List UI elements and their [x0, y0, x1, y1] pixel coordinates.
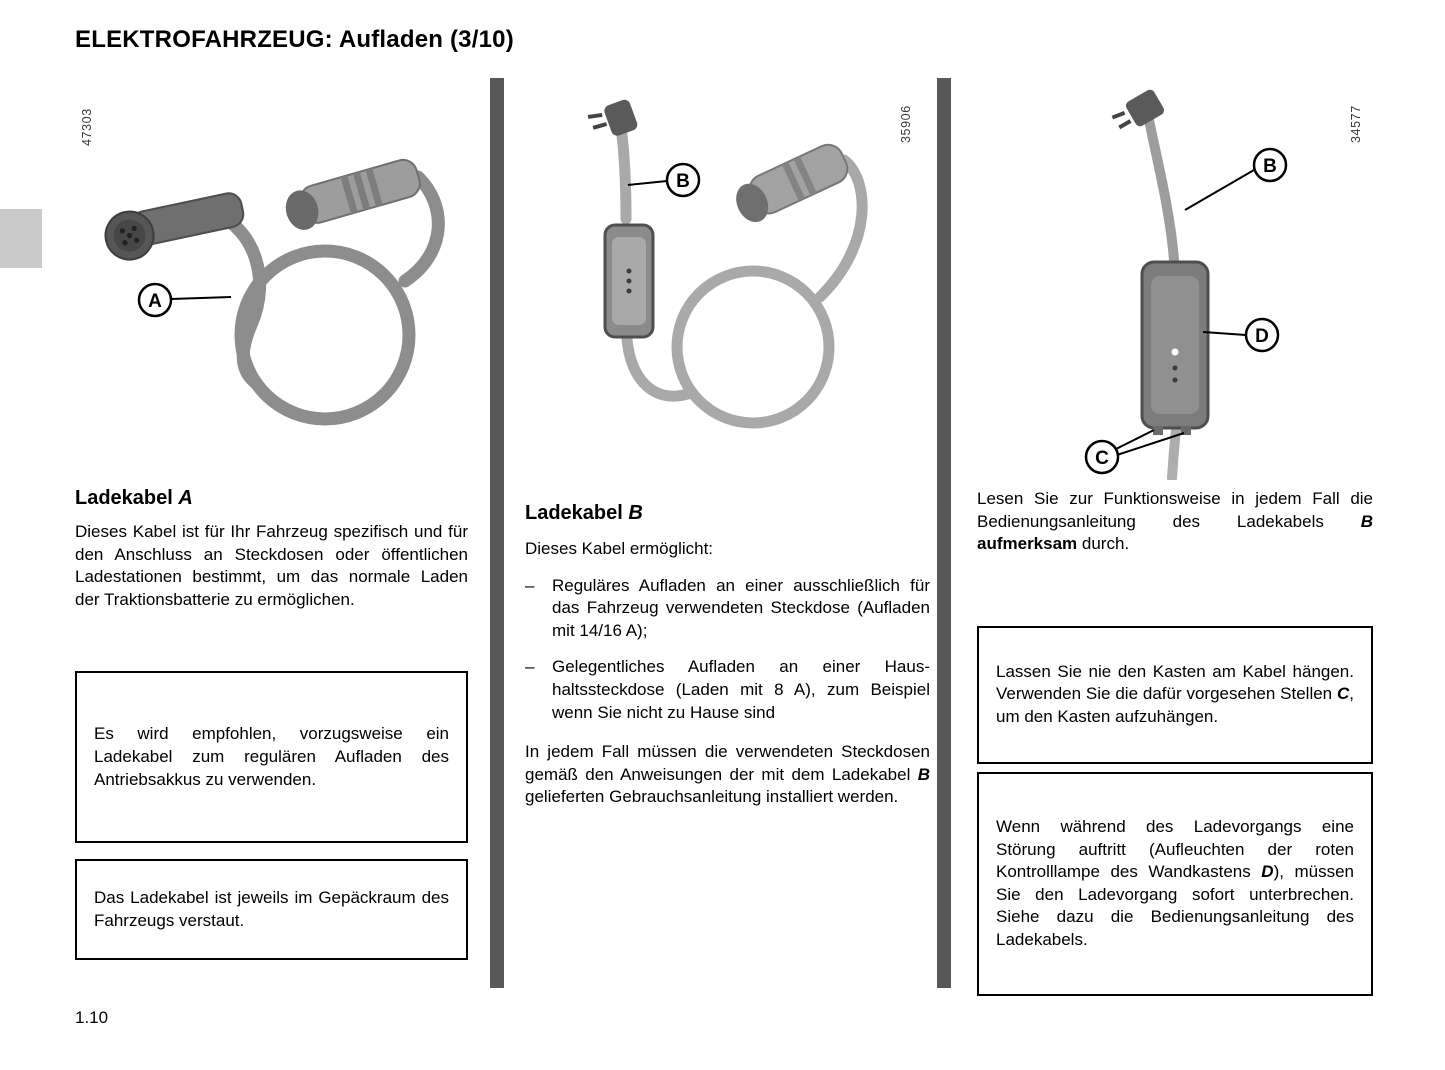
callout-a: A — [137, 282, 232, 318]
para-read-manual-part2: durch. — [1077, 534, 1130, 554]
column-wallbox: B D C Lesen Sie zur Funktionsweise in je… — [977, 80, 1373, 996]
note-box-recommendation-text: Es wird empfohlen, vorzugsweise ein Lade… — [94, 724, 449, 789]
page-edge-tab — [0, 209, 42, 268]
warning-hanging-part1: Lassen Sie nie den Kasten am Kabel hänge… — [996, 661, 1354, 704]
wallbox-cord — [1144, 115, 1181, 480]
figure-charging-cable-b: B — [587, 99, 868, 429]
para-install-note: In jedem Fall müssen die verwendeten Ste… — [525, 741, 930, 809]
cable-b-reference-2: B — [1360, 511, 1373, 531]
bullet-dash: – — [525, 575, 535, 595]
warning-malfunction-part1: Wenn während des Ladevorgangs eine Störu… — [996, 817, 1354, 882]
figure-charging-cable-a: A — [104, 158, 445, 426]
para-read-manual-part1: Lesen Sie zur Funktionsweise in jedem Fa… — [977, 489, 1373, 531]
para-read-manual-bold-word: aufmerksam — [977, 534, 1078, 554]
callout-d-letter: D — [1255, 326, 1269, 347]
callout-b: B — [627, 162, 701, 198]
wallbox-hook-left — [1153, 426, 1163, 435]
bullet-regular-charging: – Reguläres Aufladen an einer ausschließ… — [525, 575, 930, 643]
warning-box-hanging-text: Lassen Sie nie den Kasten am Kabel hänge… — [996, 661, 1354, 729]
bullet-dash: – — [525, 657, 535, 677]
page-number: 1.10 — [75, 1008, 109, 1027]
callout-a-letter: A — [148, 291, 162, 312]
column-divider-2 — [937, 78, 951, 988]
page-title: ELEKTROFAHRZEUG: Aufladen (3/10) — [75, 26, 514, 54]
cable-a-vehicle-connector — [285, 158, 421, 230]
cable-b-cord — [615, 121, 868, 429]
wallbox-wall-plug — [1111, 89, 1165, 130]
para-cable-a-description: Dieses Kabel ist für Ihr Fahrzeug spezif… — [75, 522, 468, 609]
wallbox-body — [1140, 260, 1210, 435]
warning-box-malfunction-text: Wenn während des Ladevorgangs eine Störu… — [996, 816, 1354, 952]
warning-box-hanging: Lassen Sie nie den Kasten am Kabel hänge… — [977, 625, 1373, 764]
callout-b-wallbox-letter: B — [1263, 156, 1277, 177]
cable-b-vehicle-connector — [736, 143, 849, 223]
wallbox-d-reference: D — [1261, 862, 1274, 882]
callout-b-letter: B — [676, 171, 690, 192]
heading-a-text: Ladekabel — [75, 487, 179, 509]
cable-b-wall-plug — [587, 99, 638, 136]
callout-c-letter: C — [1095, 448, 1109, 469]
note-box-storage: Das Ladekabel ist jeweils im Gepäck­raum… — [75, 859, 468, 961]
callout-c: C — [1084, 429, 1185, 475]
figure-wallbox: B D C — [1084, 89, 1288, 480]
callout-b-wallbox: B — [1184, 147, 1288, 211]
heading-b-letter: B — [628, 502, 643, 524]
warning-box-malfunction: Wenn während des Ladevorgangs eine Störu… — [977, 771, 1373, 996]
callout-d: D — [1202, 317, 1280, 353]
heading-a-letter: A — [178, 487, 193, 509]
warning-hanging-part2: , um den Kasten aufzu­hängen. — [996, 684, 1354, 727]
note-box-storage-text: Das Ladekabel ist jeweils im Gepäck­raum… — [94, 888, 449, 930]
wallbox-hook-right — [1181, 426, 1191, 435]
column-ladekabel-a: A Ladekabel A Dieses Kabel ist für Ihr F… — [75, 85, 468, 961]
cable-a-station-connector — [104, 192, 245, 261]
cable-b-control-box — [603, 223, 655, 339]
cable-a-cord — [208, 170, 445, 426]
heading-ladekabel-a: Ladekabel A — [75, 487, 468, 510]
bullet-regular-charging-text: Reguläres Aufladen an einer ausschließ­l… — [552, 575, 930, 640]
hook-c-reference: C — [1336, 684, 1350, 704]
para-read-manual: Lesen Sie zur Funktionsweise in jedem Fa… — [977, 488, 1373, 556]
cable-b-reference: B — [917, 764, 930, 784]
bullet-occasional-charging-text: Gelegentliches Aufladen an einer Haus­ha… — [552, 657, 930, 722]
column-divider-1 — [490, 78, 504, 988]
warning-malfunction-part2: ), müssen Sie den Ladevorgang sofort un­… — [996, 862, 1354, 949]
para-install-note-part1: In jedem Fall müssen die verwendeten Ste… — [525, 742, 930, 784]
note-box-recommendation: Es wird empfohlen, vorzugsweise ein Lade… — [75, 671, 468, 844]
page-title-section: ELEKTROFAHRZEUG: — [75, 26, 333, 53]
page-title-topic: Aufladen (3/10) — [332, 26, 514, 53]
column-ladekabel-b: B Ladekabel B Dieses Kabel ermöglicht: –… — [525, 85, 930, 809]
para-install-note-part2: gelieferten Ge­brauchsanleitung installi… — [525, 787, 899, 807]
wallbox-status-lamp — [1171, 348, 1179, 356]
heading-b-text: Ladekabel — [525, 502, 629, 524]
heading-ladekabel-b: Ladekabel B — [525, 502, 930, 525]
para-cable-b-intro: Dieses Kabel ermöglicht: — [525, 539, 714, 558]
bullet-occasional-charging: – Gelegentliches Aufladen an einer Haus­… — [525, 656, 930, 724]
